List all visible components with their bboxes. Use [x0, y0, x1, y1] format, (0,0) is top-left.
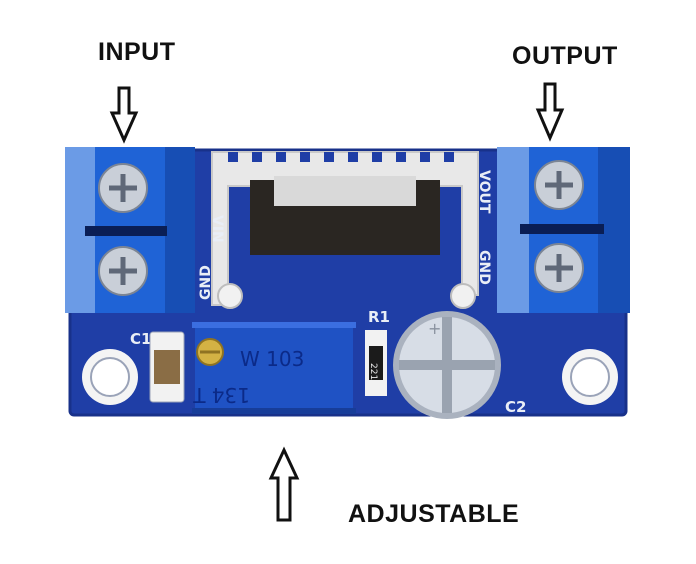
screw-icon — [534, 243, 584, 293]
input-label: INPUT — [98, 38, 176, 66]
screw-icon — [534, 160, 584, 210]
output-arrow-icon — [535, 82, 565, 142]
screw-icon — [98, 163, 148, 213]
mounting-hole-right — [562, 349, 618, 405]
pot-marking-line1: W 103 — [240, 347, 304, 371]
silk-gnd-right: GND — [476, 250, 492, 285]
capacitor-c1 — [149, 331, 185, 403]
input-terminal-block — [65, 147, 195, 313]
mounting-hole-left — [82, 349, 138, 405]
resistor-r1: 221 — [365, 330, 387, 396]
silk-vout: VOUT — [476, 170, 492, 214]
capacitor-c2: + — [393, 311, 501, 419]
resistor-code: 221 — [368, 363, 378, 380]
silk-r1: R1 — [368, 308, 390, 326]
capacitor-polarity-mark: + — [428, 319, 441, 338]
output-terminal-block — [497, 147, 630, 313]
adjustable-label: ADJUSTABLE — [348, 500, 520, 528]
regulator-chip — [250, 176, 440, 269]
silk-c1: C1 — [130, 330, 151, 348]
pot-marking-line2: 134 T — [192, 383, 250, 407]
input-arrow-icon — [109, 86, 139, 144]
output-label: OUTPUT — [512, 42, 618, 70]
silk-gnd-left: GND — [198, 265, 214, 300]
screw-icon — [98, 246, 148, 296]
silk-c2: C2 — [505, 398, 526, 416]
adjustable-arrow-icon — [268, 446, 300, 522]
silk-vin: VIN — [209, 215, 225, 243]
trimmer-potentiometer: W 103 134 T — [192, 322, 356, 414]
